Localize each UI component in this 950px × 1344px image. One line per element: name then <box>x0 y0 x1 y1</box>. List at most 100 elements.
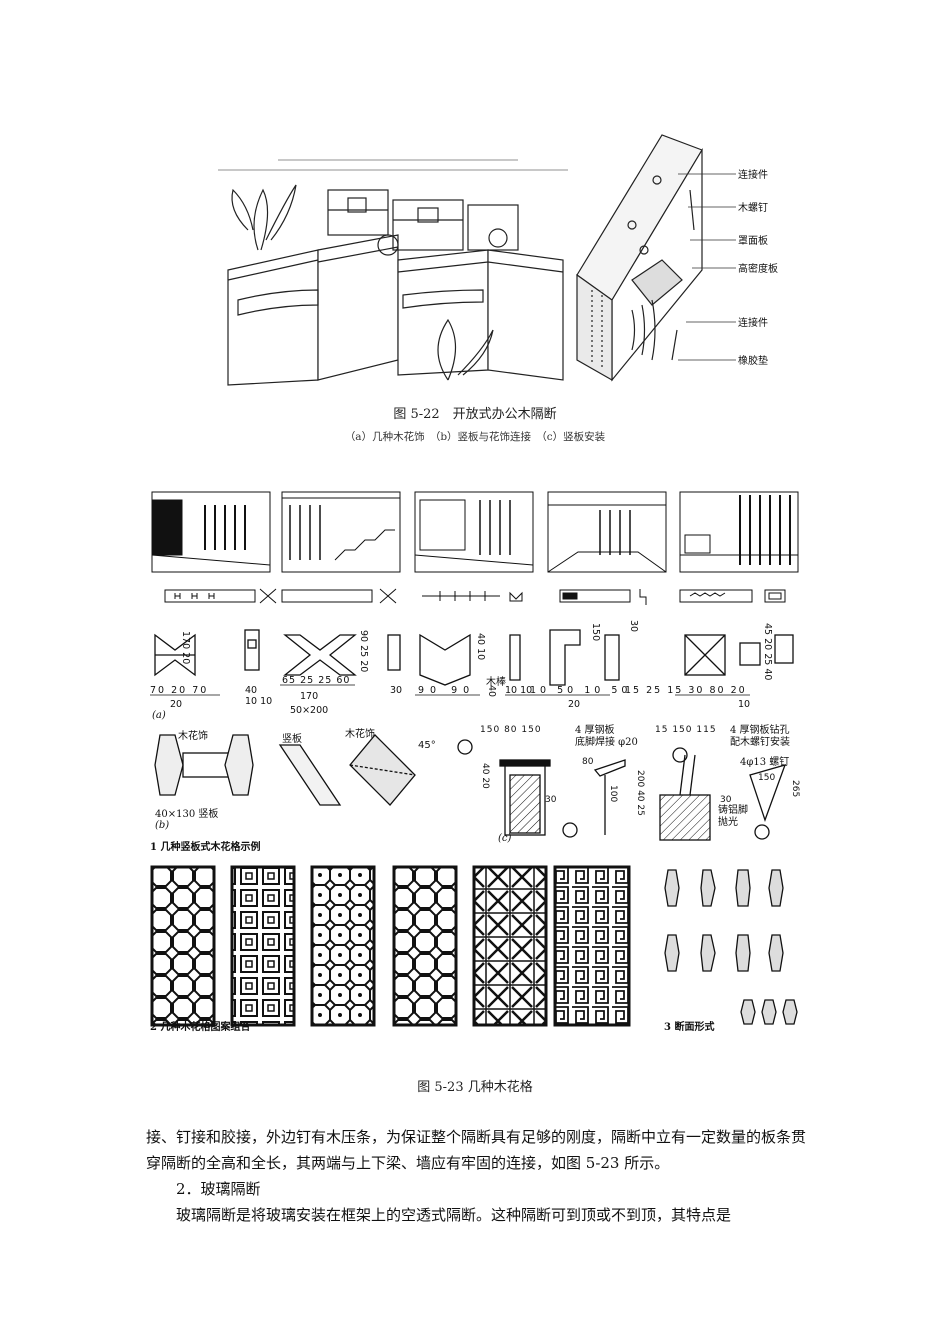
dims-group-5: 15 25 15 30 80 20 <box>625 685 747 696</box>
dim-value: 60 <box>336 675 351 686</box>
label-wood-carving-2: 木花饰 <box>345 729 375 740</box>
dim-30: 30 <box>390 685 403 696</box>
dim-value: 20 <box>480 777 490 789</box>
callout-wood-screw: 木螺钉 <box>738 203 768 214</box>
dim-value: 25 <box>300 675 315 686</box>
dims-c-top-2: 15 150 115 <box>655 725 717 735</box>
dim-265: 265 <box>790 780 800 798</box>
figure-5-23-lattice-patterns <box>150 865 805 1030</box>
dim-20-c: 20 <box>568 699 581 710</box>
figure-5-23-perspective-row <box>150 490 800 580</box>
body-paragraph-2: 玻璃隔断是将玻璃安装在框架上的空透式隔断。这种隔断可到顶或不到顶，其特点是 <box>176 1206 732 1224</box>
label-vertical-board: 竖板 <box>282 734 302 745</box>
dims-group-3b: 10 10 <box>505 685 532 696</box>
plan-symbol-row <box>164 588 786 605</box>
dim-value: 40 <box>245 685 258 696</box>
dim-value: 40 <box>762 668 773 681</box>
callout-connector-bottom: 连接件 <box>738 318 768 329</box>
dim-30-c2: 30 <box>720 795 732 805</box>
dim-value: 40 <box>480 763 490 775</box>
detail-section-shapes <box>150 629 794 696</box>
label-angle-45: 45° <box>418 740 436 751</box>
steel-plate-note-2: 4 厚钢板钻孔 配木螺钉安装 <box>730 725 790 748</box>
dims-group-5-vertical: 45 20 25 40 <box>762 623 773 680</box>
dim-value: 115 <box>696 725 717 735</box>
dim-20-bottom: 20 <box>170 699 183 710</box>
dim-value: 150 <box>672 725 693 735</box>
dim-value: 50 <box>557 685 578 696</box>
dim-value: 40 <box>475 633 486 646</box>
dim-value: 15 <box>667 685 684 696</box>
dims-group-1b: 40 10 10 <box>245 685 272 707</box>
dim-170: 170 <box>300 691 319 702</box>
dim-value: 70 <box>150 685 167 696</box>
dim-value: 90 <box>358 630 369 643</box>
dim-value: 20 <box>730 685 747 696</box>
dim-value: 10 <box>530 685 551 696</box>
dim-150-c: 150 <box>758 773 776 783</box>
section-heading-glass-partition: 2．玻璃隔断 <box>176 1180 261 1198</box>
dim-value: 170 <box>180 631 191 650</box>
label-c: (c) <box>498 833 512 844</box>
dim-value: 65 <box>282 675 297 686</box>
dim-value: 10 <box>584 685 605 696</box>
dims-c-left: 40 20 <box>480 763 490 789</box>
dim-value: 20 <box>180 652 191 665</box>
section-1-label: 1 几种竖板式木花格示例 <box>150 842 261 853</box>
dims-group-4-vertical: 150 <box>590 623 601 641</box>
dim-value: 70 <box>192 685 209 696</box>
figure-5-23-detail-sections: 70 20 70 170 20 20 40 10 10 65 25 25 60 … <box>150 615 810 725</box>
dims-group-2-vertical: 90 25 20 <box>358 630 369 672</box>
dims-group-3-vertical: 40 10 <box>475 633 486 660</box>
figure-5-22-office-illustration <box>218 130 568 392</box>
dims-group-1-vertical: 170 20 <box>180 631 191 664</box>
dim-80-c: 80 <box>582 757 594 767</box>
dim-value: 20 <box>358 660 369 673</box>
label-wood-rod: 木棒 <box>486 677 506 688</box>
dim-10-e: 10 <box>738 699 751 710</box>
figure-5-22-joint-detail <box>572 130 752 392</box>
steel-plate-note: 4 厚钢板 底脚焊接 φ20 <box>575 725 638 748</box>
dim-value: 10 <box>245 696 258 707</box>
figure-5-22-callouts: 连接件 木螺钉 罩面板 高密度板 连接件 橡胶垫 <box>678 160 828 370</box>
dim-value: 25 <box>646 685 663 696</box>
dim-value: 25 <box>635 804 645 816</box>
dim-value: 25 <box>762 653 773 666</box>
dim-value: 10 <box>520 685 533 696</box>
figure-5-23-caption: 图 5-23 几种木花格 <box>417 1080 533 1095</box>
label-board-size: 40×130 竖板 <box>155 809 219 820</box>
dim-100-c: 100 <box>608 785 618 803</box>
dim-value: 200 <box>635 770 645 788</box>
dim-value: 20 <box>762 638 773 651</box>
dim-30-c: 30 <box>545 795 557 805</box>
callout-leader-lines <box>678 173 736 361</box>
dim-value: 15 <box>655 725 669 735</box>
dim-value: 40 <box>635 790 645 802</box>
dim-value: 80 <box>709 685 726 696</box>
dim-value: 15 <box>625 685 642 696</box>
label-wood-carving: 木花饰 <box>178 731 208 742</box>
dims-c-top: 150 80 150 <box>480 725 542 735</box>
dim-value: 25 <box>318 675 333 686</box>
callout-hdf-board: 高密度板 <box>738 264 778 275</box>
dim-value: 150 <box>590 623 601 642</box>
label-b: (b) <box>155 820 170 831</box>
dim-value: 30 <box>688 685 705 696</box>
perspective-sketches <box>151 491 799 573</box>
dim-value: 150 <box>480 725 501 735</box>
dim-value: 80 <box>504 725 518 735</box>
figure-5-22-subcaption: （a）几种木花饰 （b）竖板与花饰连接 （c）竖板安装 <box>344 431 606 443</box>
dim-value: 10 <box>260 696 273 707</box>
dims-group-1: 70 20 70 <box>150 685 208 696</box>
figure-5-22-caption: 图 5-22 开放式办公木隔断 <box>393 407 557 422</box>
section-2-label: 2 几种木花格图案组合 <box>150 1022 251 1033</box>
casting-note: 铸铝脚 抛光 <box>718 805 748 828</box>
callout-connector-top: 连接件 <box>738 170 768 181</box>
figure-5-23-plan-symbols <box>150 585 800 607</box>
screw-note: 4φ13 螺钉 <box>740 757 790 768</box>
dim-value: 150 <box>521 725 542 735</box>
section-3-label: 3 断面形式 <box>664 1022 715 1033</box>
dims-c-mid: 200 40 25 <box>635 770 645 816</box>
dim-value: 50 <box>611 685 632 696</box>
dims-group-3: 90 90 <box>418 685 475 696</box>
